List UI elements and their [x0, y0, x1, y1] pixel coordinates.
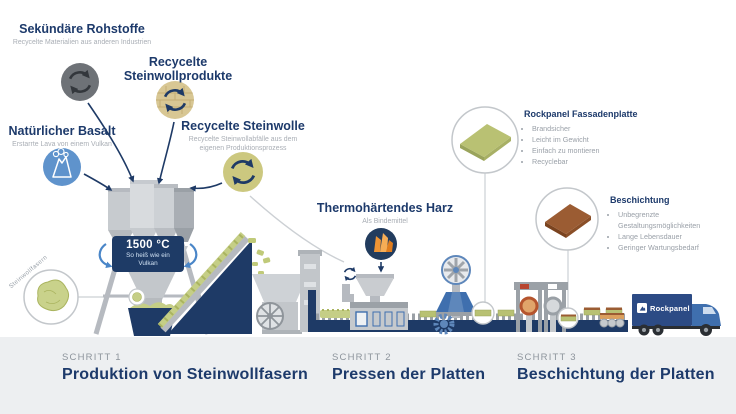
- recycled-wool-icon: [223, 152, 263, 192]
- cooling-fan-tower: [436, 255, 476, 318]
- volcano-icon: [43, 147, 81, 186]
- steps-band: SCHRITT 1 Produktion von Steinwollfasern…: [0, 337, 736, 414]
- card-bullet: Leicht im Gewicht: [532, 134, 664, 145]
- rockpanel-logo-icon: [637, 303, 647, 313]
- label-recycled-wool: Recycelte Steinwolle Recycelte Steinwoll…: [153, 119, 333, 153]
- card-bullet: Brandsicher: [532, 123, 664, 134]
- wool-fiber-icon: [23, 269, 146, 325]
- label-natural-basalt: Natürlicher Basalt Erstarrte Lava von ei…: [0, 124, 152, 149]
- resin-icon: [365, 228, 397, 273]
- facade-panel-icon: [451, 106, 519, 174]
- step-3: SCHRITT 3 Beschichtung der Platten: [517, 352, 715, 384]
- step-label: SCHRITT 3: [517, 352, 577, 363]
- step-1: SCHRITT 1 Produktion von Steinwollfasern: [62, 352, 308, 384]
- recycled-woolproducts-icon: [156, 81, 194, 119]
- coated-detail-circle: [557, 307, 579, 329]
- card-bullet: Geringer Wartungsbedarf: [618, 242, 736, 253]
- recycle-icon: [343, 266, 357, 282]
- coating-card: Beschichtung Unbegrenzte Gestaltungsmögl…: [610, 195, 736, 253]
- truck-brand-text: Rockpanel: [650, 303, 690, 313]
- facade-panel-card: Rockpanel Fassadenplatte Brandsicher Lei…: [524, 109, 664, 167]
- label-title: Recycelte Steinwollprodukte: [123, 55, 233, 83]
- truck-branding: Rockpanel: [637, 303, 690, 313]
- step-label: SCHRITT 1: [62, 352, 122, 363]
- gear-icon: [433, 313, 455, 335]
- card-bullets: Unbegrenzte Gestaltungsmöglichkeiten Lan…: [610, 209, 736, 254]
- label-subtitle: Recycelte Steinwollabfälle aus dem eigen…: [188, 136, 298, 153]
- card-bullet: Unbegrenzte Gestaltungsmöglichkeiten: [618, 209, 736, 231]
- card-bullet: Recyclebar: [532, 156, 664, 167]
- label-thermosetting-resin: Thermohärtendes Harz Als Bindemittel: [295, 201, 475, 226]
- step-title: Beschichtung der Platten: [517, 366, 715, 383]
- outfeed-rollers: [599, 313, 625, 328]
- label-subtitle: Erstarrte Lava von einem Vulkan: [12, 141, 112, 148]
- label-recycled-woolproducts: Recycelte Steinwollprodukte: [98, 55, 258, 83]
- label-subtitle: Recycelte Materialien aus anderen Indust…: [12, 39, 152, 46]
- coating-station: [514, 282, 568, 332]
- incline-conveyor: [157, 231, 271, 334]
- step-2: SCHRITT 2 Pressen der Platten: [332, 352, 485, 384]
- card-bullets: Brandsicher Leicht im Gewicht Einfach zu…: [524, 123, 664, 168]
- label-title: Sekündäre Rohstoffe: [19, 22, 145, 36]
- temperature-value: 1500 °C: [126, 239, 170, 251]
- press-machine: [342, 266, 408, 330]
- card-title: Beschichtung: [610, 195, 670, 205]
- step-title: Produktion von Steinwollfasern: [62, 366, 309, 383]
- recycle-materials-icon: [61, 63, 99, 101]
- step-label: SCHRITT 2: [332, 352, 392, 363]
- flow-arrows: [83, 102, 223, 192]
- coating-panel-icon: [535, 187, 599, 251]
- label-title: Thermohärtendes Harz: [316, 201, 454, 215]
- card-title: Rockpanel Fassadenplatte: [524, 109, 638, 119]
- temperature-badge: 1500 °C So heiß wie ein Vulkan: [112, 236, 184, 272]
- card-bullet: Einfach zu montieren: [532, 145, 664, 156]
- truck: [632, 294, 721, 336]
- label-secondary-raw-materials: Sekündäre Rohstoffe Recycelte Materialie…: [0, 22, 172, 47]
- step-title: Pressen der Platten: [332, 366, 486, 383]
- temperature-caption: So heiß wie ein Vulkan: [126, 252, 170, 268]
- label-title: Natürlicher Basalt: [8, 124, 116, 138]
- card-bullet: Lange Lebensdauer: [618, 231, 736, 242]
- label-subtitle: Als Bindemittel: [362, 218, 408, 225]
- label-title: Recycelte Steinwolle: [181, 119, 305, 133]
- heat-swirl-icon: [98, 243, 198, 268]
- panel-detail-circle: [471, 301, 495, 325]
